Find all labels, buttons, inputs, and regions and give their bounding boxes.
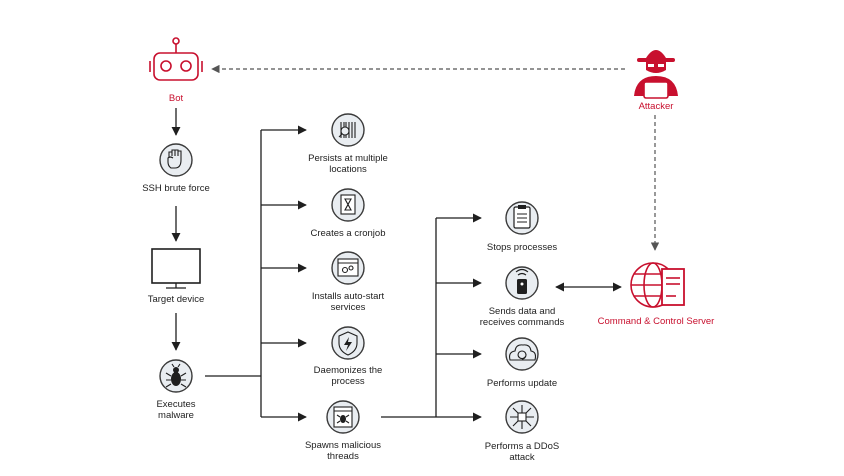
ssh-label: SSH brute force <box>142 183 210 194</box>
monitor-icon <box>151 248 201 289</box>
shield-bolt-icon <box>331 326 365 360</box>
cronjob-label: Creates a cronjob <box>310 228 386 239</box>
connectors <box>171 64 660 422</box>
hourglass-document-icon <box>331 188 365 222</box>
ddos-label: Performs a DDoS attack <box>484 441 560 463</box>
cloud-sync-icon <box>505 337 539 371</box>
gear-window-icon <box>331 251 365 285</box>
c2-label: Command & Control Server <box>597 316 715 327</box>
ddos-network-icon <box>505 400 539 434</box>
target-label: Target device <box>147 294 205 305</box>
sends-label: Sends data and receives commands <box>479 306 565 328</box>
autostart-label: Installs auto-start services <box>311 291 385 313</box>
clipboard-icon <box>505 201 539 235</box>
spawns-label: Spawns malicious threads <box>304 440 382 462</box>
persists-label: Persists at multiple locations <box>308 153 388 175</box>
stops-label: Stops processes <box>486 242 558 253</box>
remote-signal-icon <box>505 266 539 300</box>
fist-icon <box>159 143 193 177</box>
bug-window-icon <box>326 400 360 434</box>
daemonizes-label: Daemonizes the process <box>313 365 383 387</box>
attacker-label: Attacker <box>638 101 674 112</box>
hacker-icon <box>634 50 678 99</box>
bug-icon <box>159 359 193 393</box>
barcode-scan-icon <box>331 113 365 147</box>
robot-icon <box>149 37 203 81</box>
executes-label: Executes malware <box>156 399 196 421</box>
globe-server-icon <box>630 262 685 308</box>
bot-label: Bot <box>168 93 184 104</box>
update-label: Performs update <box>486 378 558 389</box>
